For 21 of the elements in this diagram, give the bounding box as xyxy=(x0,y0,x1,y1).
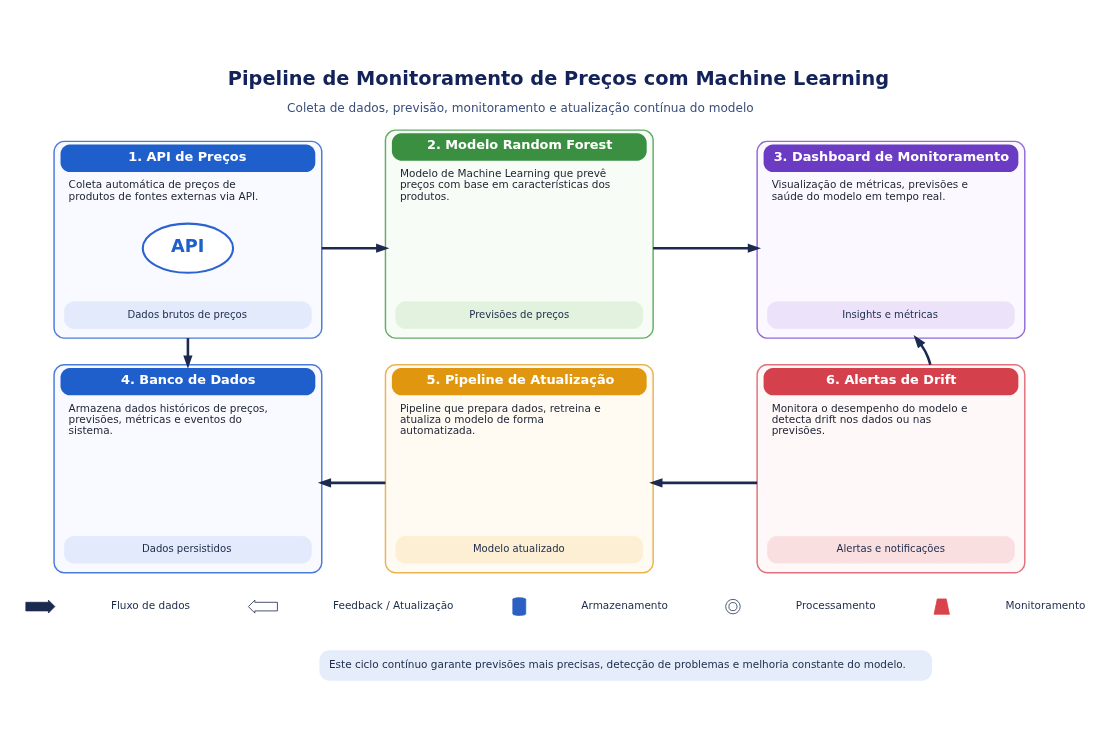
diagram-title: Pipeline de Monitoramento de Preços com Machine Learning xyxy=(227,66,890,90)
node-box: Previsões de preços xyxy=(395,300,644,329)
node-box: Insights e métricas xyxy=(767,300,1015,329)
arrow xyxy=(649,477,758,487)
legend-label: Processamento xyxy=(795,598,876,611)
arrow xyxy=(183,337,193,369)
legend-label: Fluxo de dados xyxy=(110,598,191,611)
label: Este ciclo contínuo garante previsões mais precisas, detecção de problemas e melhoria constante do modelo. xyxy=(329,657,906,670)
node-box: Alertas e notificações xyxy=(767,535,1015,563)
arrow xyxy=(653,243,762,253)
node-box: Dados brutos de preços xyxy=(64,300,312,329)
arrow xyxy=(317,477,386,487)
label: Coleta de dados, previsão, monitoramento e atualização contínua do modelo xyxy=(287,100,754,115)
arrow xyxy=(913,334,932,365)
node-box: Dados persistidos xyxy=(64,535,312,563)
legend-label: Armazenamento xyxy=(581,598,669,611)
legend-label: Feedback / Atualização xyxy=(333,598,454,611)
node-box: Modelo atualizado xyxy=(395,535,644,563)
arrow xyxy=(321,243,390,253)
legend-label: Monitoramento xyxy=(1005,598,1086,611)
node-ellipse: API xyxy=(141,222,235,274)
